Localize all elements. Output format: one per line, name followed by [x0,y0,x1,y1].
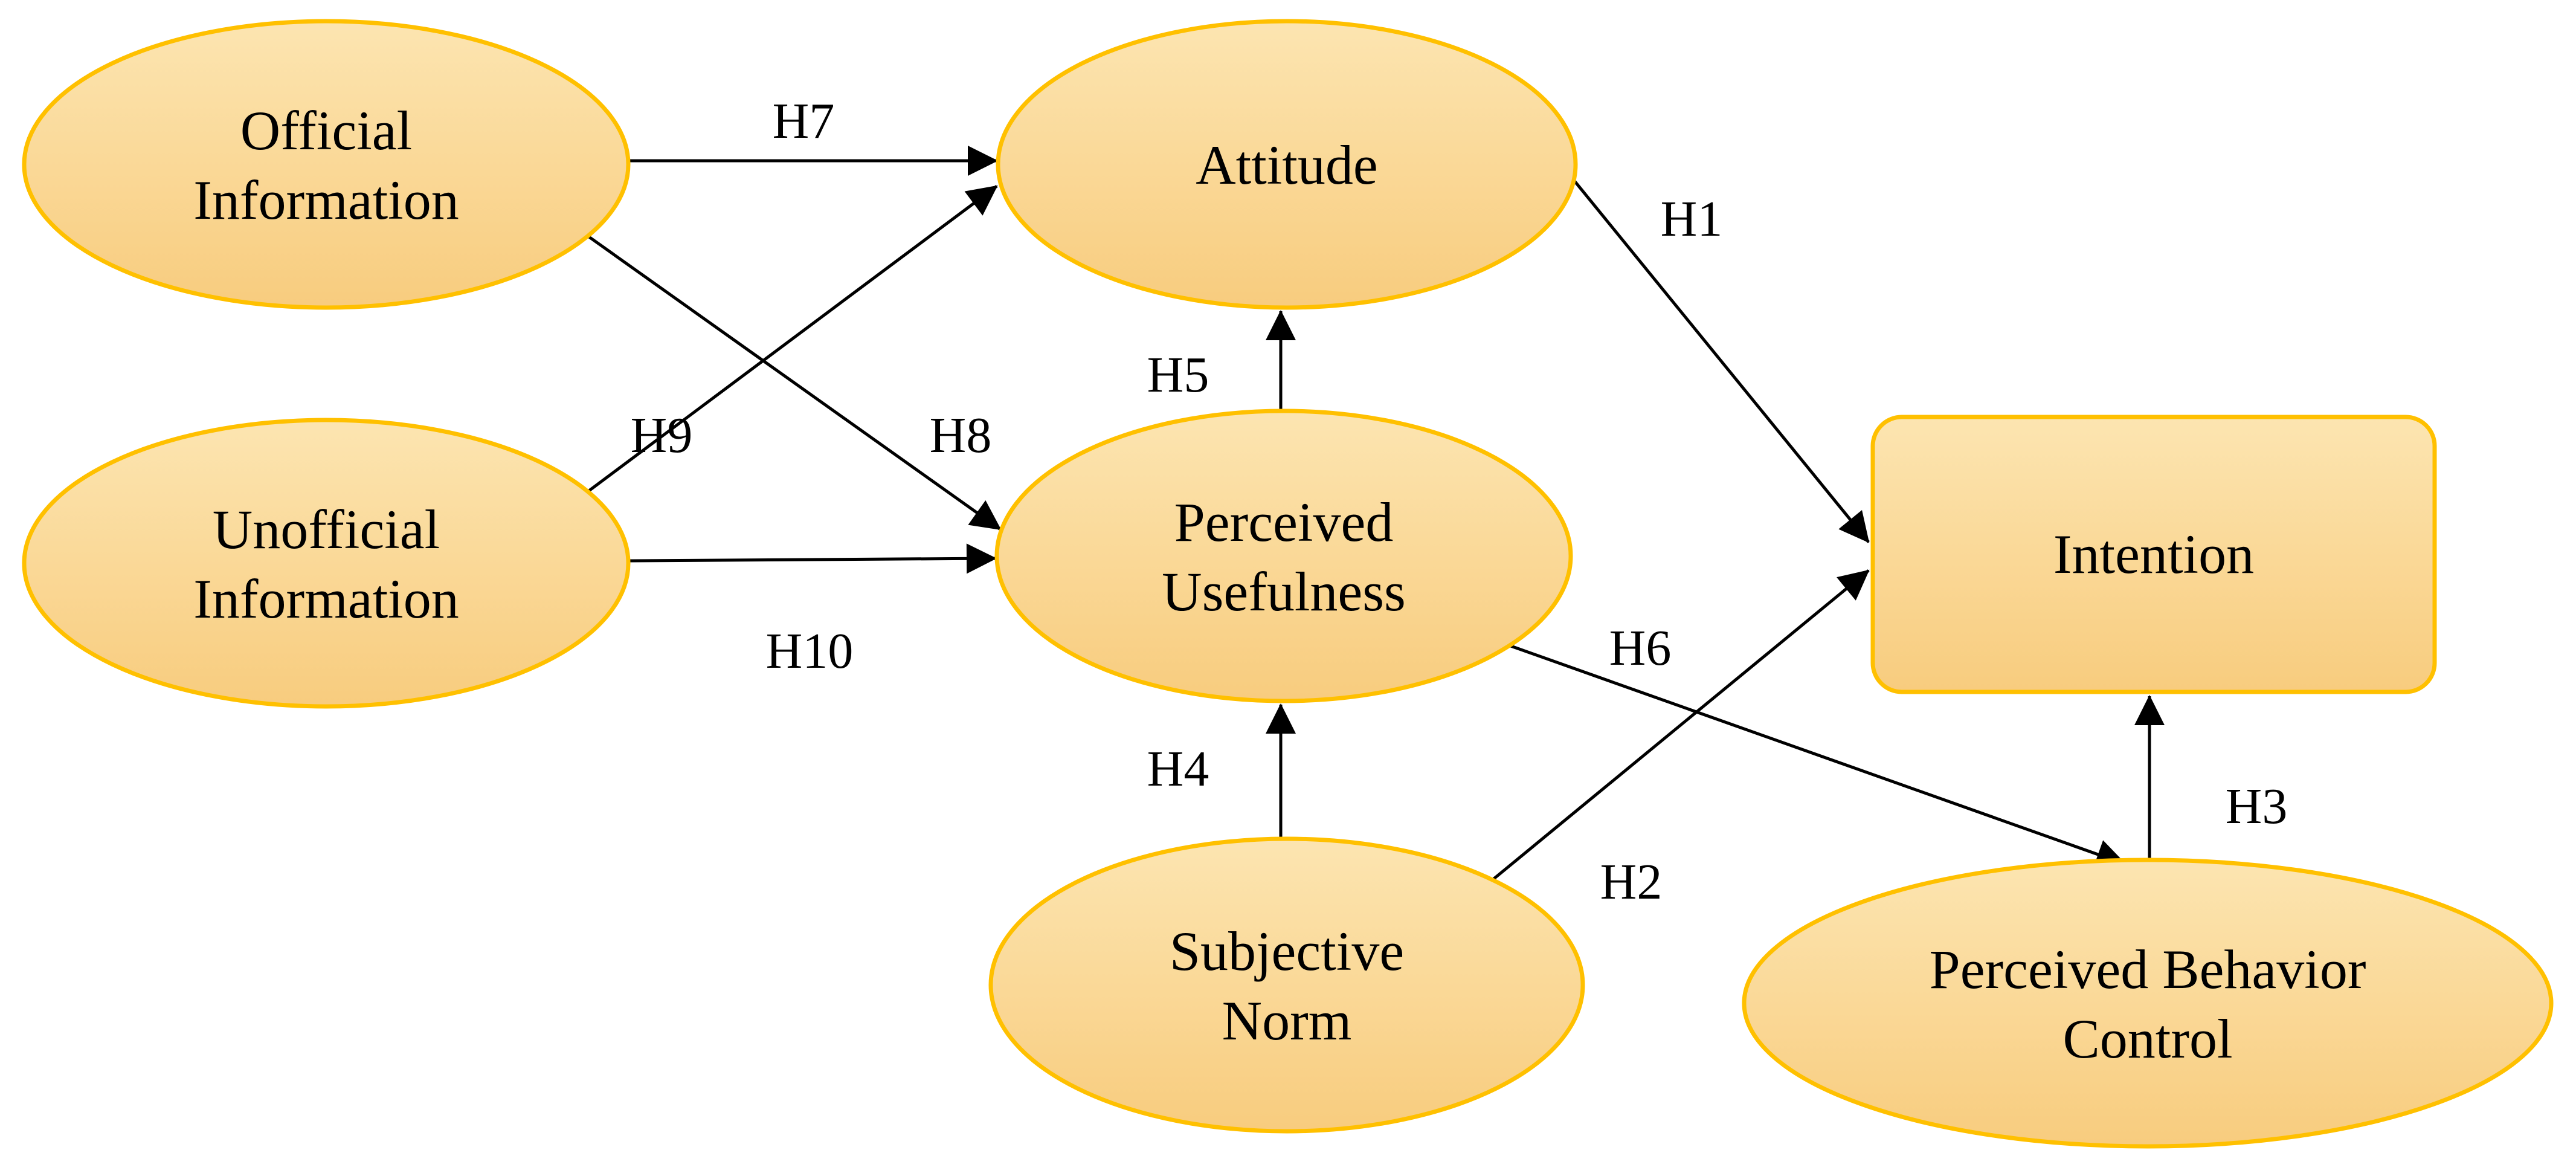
edge-h1-line [1565,169,1870,543]
node-subjective-norm: Subjective Norm [988,836,1585,1134]
node-perceived-behavior-control: Perceived Behavior Control [1742,858,2554,1149]
node-unofficial-information-shape [22,418,631,709]
node-intention-shape [1870,415,2437,694]
node-unofficial-information-label-line2: Information [193,568,459,630]
node-attitude-shape [996,19,1578,310]
edge-h8-line [588,235,1002,531]
edge-h4-label: H4 [1147,741,1209,797]
edge-h10-label: H10 [766,623,854,679]
edge-h9-label: H9 [631,407,693,464]
node-perceived-behavior-control-label-line1: Perceived Behavior [1930,938,2366,1000]
edge-h8-label: H8 [930,407,992,464]
node-perceived-behavior-control-label-line2: Control [2062,1008,2232,1070]
node-official-information-label-line1: Official [240,100,412,161]
node-attitude: Attitude [996,19,1578,310]
edges-layer [588,146,2165,882]
edge-h3-label: H3 [2226,778,2288,835]
edge-h7-label: H7 [773,93,835,149]
edge-h9-line [588,184,998,493]
edge-h5-label: H5 [1147,347,1209,403]
edge-h10-line [629,543,997,574]
nodes-layer: Official Information Unofficial Informat… [22,19,2554,1149]
edge-h2-label: H2 [1600,854,1663,910]
node-official-information-label-line2: Information [193,169,459,231]
edge-h1-label: H1 [1661,191,1723,247]
node-intention-label: Intention [2053,523,2254,585]
node-subjective-norm-shape [988,836,1585,1134]
node-perceived-usefulness-label-line1: Perceived [1174,491,1394,553]
node-official-information: Official Information [22,19,631,310]
node-intention: Intention [1870,415,2437,694]
node-perceived-usefulness: Perceived Usefulness [994,409,1573,703]
node-unofficial-information-label-line1: Unofficial [213,499,440,560]
node-attitude-label: Attitude [1196,134,1378,196]
edge-labels-layer: H1 H2 H3 H4 H5 H6 H7 H8 H9 H10 [631,93,2288,910]
node-subjective-norm-label-line1: Subjective [1170,920,1404,982]
edge-h6-label: H6 [1609,620,1672,676]
edge-h2-line [1490,569,1870,882]
node-perceived-usefulness-label-line2: Usefulness [1162,561,1406,622]
node-official-information-shape [22,19,631,310]
edge-h6-line [1509,644,2127,869]
node-perceived-usefulness-shape [994,409,1573,703]
node-subjective-norm-label-line2: Norm [1222,990,1352,1051]
node-perceived-behavior-control-shape [1742,858,2554,1149]
node-unofficial-information: Unofficial Information [22,418,631,709]
